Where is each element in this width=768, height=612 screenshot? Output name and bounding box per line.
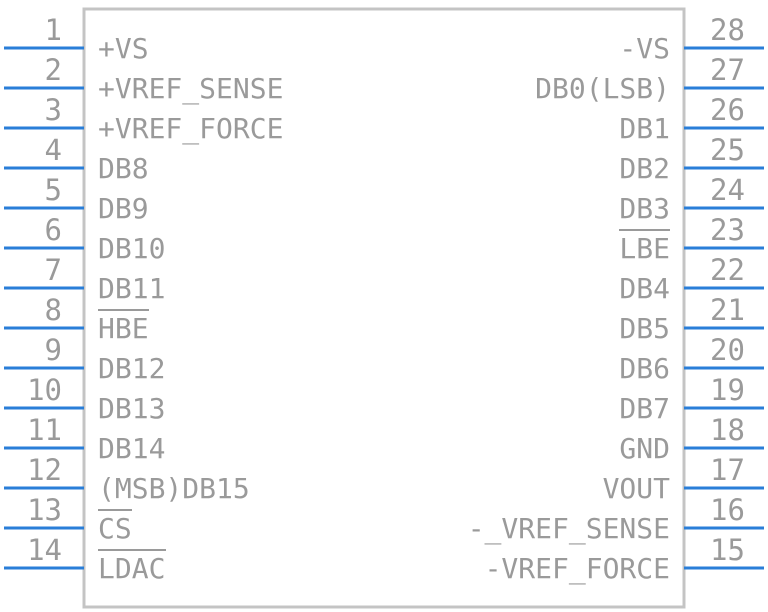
pin-6-number: 6 [45,213,62,247]
pin-26-number: 26 [710,93,745,127]
pin-14-number: 14 [27,533,62,567]
pin-16-label: -_VREF_SENSE [468,512,670,546]
pin-25-label: DB2 [619,152,670,185]
pin-2-label: +VREF_SENSE [98,72,283,106]
pin-24-number: 24 [710,173,745,207]
pin-22-number: 22 [710,253,745,287]
pin-14-label: LDAC [98,552,165,585]
pin-5-label: DB9 [98,192,149,225]
pin-19-number: 19 [710,373,745,407]
pin-25-number: 25 [710,133,745,167]
pin-15-label: -VREF_FORCE [485,552,670,586]
pin-17-number: 17 [710,453,745,487]
pin-3-number: 3 [45,93,62,127]
pin-10-number: 10 [27,373,62,407]
pin-23-label: LBE [619,232,670,265]
pin-9-label: DB12 [98,352,165,385]
pin-18-label: GND [619,432,670,465]
pin-15-number: 15 [710,533,745,567]
pin-5-number: 5 [45,173,62,207]
pin-20-label: DB6 [619,352,670,385]
pin-8-label: HBE [98,312,149,345]
pin-20-number: 20 [710,333,745,367]
pin-28-label: -VS [619,32,670,65]
pin-10-label: DB13 [98,392,165,425]
pin-8-number: 8 [45,293,62,327]
pin-22-label: DB4 [619,272,670,305]
pin-12-label: (MSB)DB15 [98,472,250,505]
pin-3-label: +VREF_FORCE [98,112,283,146]
pin-13-label: CS [98,512,132,545]
pin-2-number: 2 [45,53,62,87]
pin-1-label: +VS [98,32,149,65]
pin-6-label: DB10 [98,232,165,265]
pin-26-label: DB1 [619,112,670,145]
pin-21-label: DB5 [619,312,670,345]
pin-4-number: 4 [45,133,62,167]
pin-11-label: DB14 [98,432,165,465]
pin-27-number: 27 [710,53,745,87]
pin-7-label: DB11 [98,272,165,305]
pin-21-number: 21 [710,293,745,327]
pin-24-label: DB3 [619,192,670,225]
pin-1-number: 1 [45,13,62,47]
pin-19-label: DB7 [619,392,670,425]
pin-13-number: 13 [27,493,62,527]
pin-18-number: 18 [710,413,745,447]
pin-7-number: 7 [45,253,62,287]
pin-12-number: 12 [27,453,62,487]
pin-27-label: DB0(LSB) [535,72,670,105]
pin-4-label: DB8 [98,152,149,185]
pin-23-number: 23 [710,213,745,247]
ic-body-outline [82,7,686,609]
pin-9-number: 9 [45,333,62,367]
pin-11-number: 11 [27,413,62,447]
pin-16-number: 16 [710,493,745,527]
pin-17-label: VOUT [603,472,671,505]
pin-28-number: 28 [710,13,745,47]
